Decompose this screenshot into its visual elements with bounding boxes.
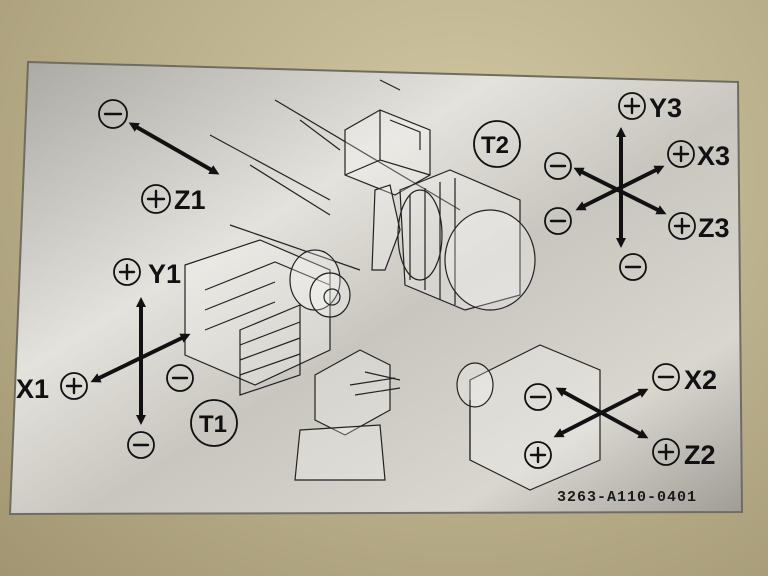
x1-label: X1 [16, 374, 49, 404]
z2-label: Z2 [684, 440, 716, 470]
double-arrow-icon [128, 122, 220, 175]
x2-z2-axis-group: X2 Z2 [524, 363, 717, 470]
plus-circle-icon [60, 372, 88, 400]
plus-circle-icon [618, 92, 646, 120]
t2-label: T2 [481, 132, 509, 159]
y1-x1-axis-group: Y1 X1 [16, 258, 194, 459]
plus-circle-icon [668, 212, 696, 240]
minus-circle-icon [166, 364, 194, 392]
minus-circle-icon [544, 152, 572, 180]
z1-label: Z1 [174, 185, 206, 215]
x-arrow-icon [553, 387, 649, 439]
plus-circle-icon [667, 140, 695, 168]
double-arrow-icon [90, 333, 191, 383]
six-way-arrow-icon [573, 127, 667, 248]
x2-label: X2 [684, 365, 717, 395]
machine-drawing [184, 79, 601, 491]
plus-circle-icon [524, 441, 552, 469]
minus-circle-icon [524, 383, 552, 411]
plus-circle-icon [652, 438, 680, 466]
y1-label: Y1 [148, 259, 181, 289]
minus-circle-icon [544, 207, 572, 235]
t2-tool-marker: T2 [473, 120, 521, 168]
t1-label: T1 [199, 411, 227, 438]
z1-axis-group: Z1 [98, 99, 220, 215]
z3-label: Z3 [698, 213, 730, 243]
t1-tool-marker: T1 [190, 399, 238, 447]
plus-circle-icon [141, 184, 171, 214]
part-number-text: 3263-A110-0401 [557, 489, 697, 506]
minus-circle-icon [98, 99, 128, 129]
minus-circle-icon [127, 431, 155, 459]
x3-label: X3 [697, 141, 730, 171]
minus-circle-icon [652, 363, 680, 391]
minus-circle-icon [619, 253, 647, 281]
y3-label: Y3 [649, 93, 682, 123]
plus-circle-icon [113, 258, 141, 286]
y3-x3-z3-axis-group: Y3 X3 Z3 [544, 92, 730, 281]
